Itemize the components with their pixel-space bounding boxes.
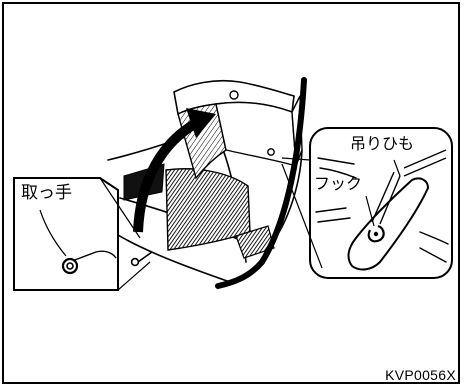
handle-ring-icon bbox=[61, 257, 79, 275]
curved-arrow-icon bbox=[133, 108, 216, 233]
handle-inset bbox=[13, 177, 153, 291]
hook-icon bbox=[367, 224, 385, 243]
figure-code: KVP0056X bbox=[385, 367, 456, 383]
hook-strap-inset bbox=[281, 127, 453, 279]
tailgate-edge bbox=[215, 77, 307, 289]
strap-callout-label: 吊りひも bbox=[350, 134, 415, 153]
strap-board-section bbox=[347, 177, 430, 271]
handle-on-floor-icon bbox=[130, 251, 153, 267]
board-strap-ring-icon bbox=[229, 90, 239, 100]
handle-callout-label: 取っ手 bbox=[21, 183, 72, 203]
hook-callout-label: フック bbox=[314, 174, 363, 193]
board-hook-point-icon bbox=[267, 148, 275, 156]
